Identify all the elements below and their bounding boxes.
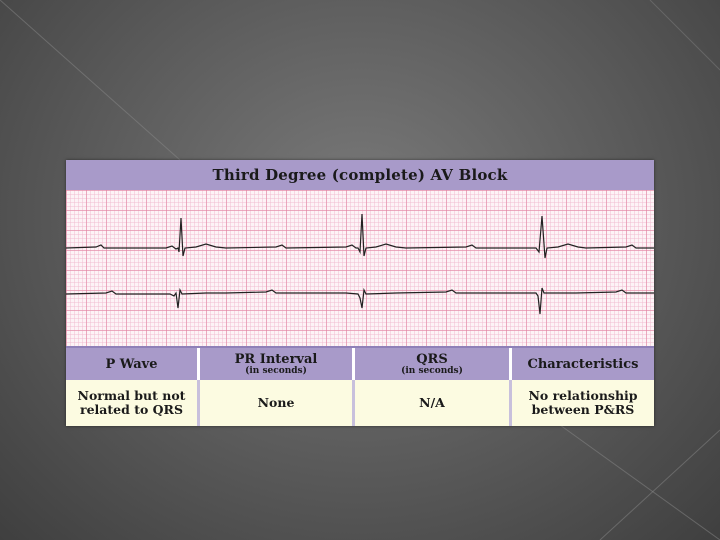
av-block-card: Third Degree (complete) AV Block P Wave … (66, 160, 654, 426)
header-pr-interval: PR Interval (in seconds) (200, 348, 355, 380)
cell-p-wave: Normal but not related to QRS (66, 380, 200, 426)
header-qrs: QRS (in seconds) (355, 348, 512, 380)
header-characteristics: Characteristics (512, 348, 654, 380)
cell-qrs: N/A (355, 380, 512, 426)
table-row: Normal but not related to QRS None N/A N… (66, 380, 654, 426)
ecg-strip (66, 190, 654, 346)
ecg-lead-upper (66, 213, 654, 259)
card-title: Third Degree (complete) AV Block (66, 160, 654, 190)
ecg-lead-lower (66, 287, 654, 315)
cell-characteristics: No relationship between P&RS (528, 387, 638, 417)
cell-pr-interval: None (200, 380, 355, 426)
criteria-table: P Wave PR Interval (in seconds) QRS (in … (66, 348, 654, 426)
section-divider (66, 346, 654, 348)
ecg-traces (66, 213, 654, 315)
header-p-wave: P Wave (66, 348, 200, 380)
table-header-row: P Wave PR Interval (in seconds) QRS (in … (66, 348, 654, 380)
